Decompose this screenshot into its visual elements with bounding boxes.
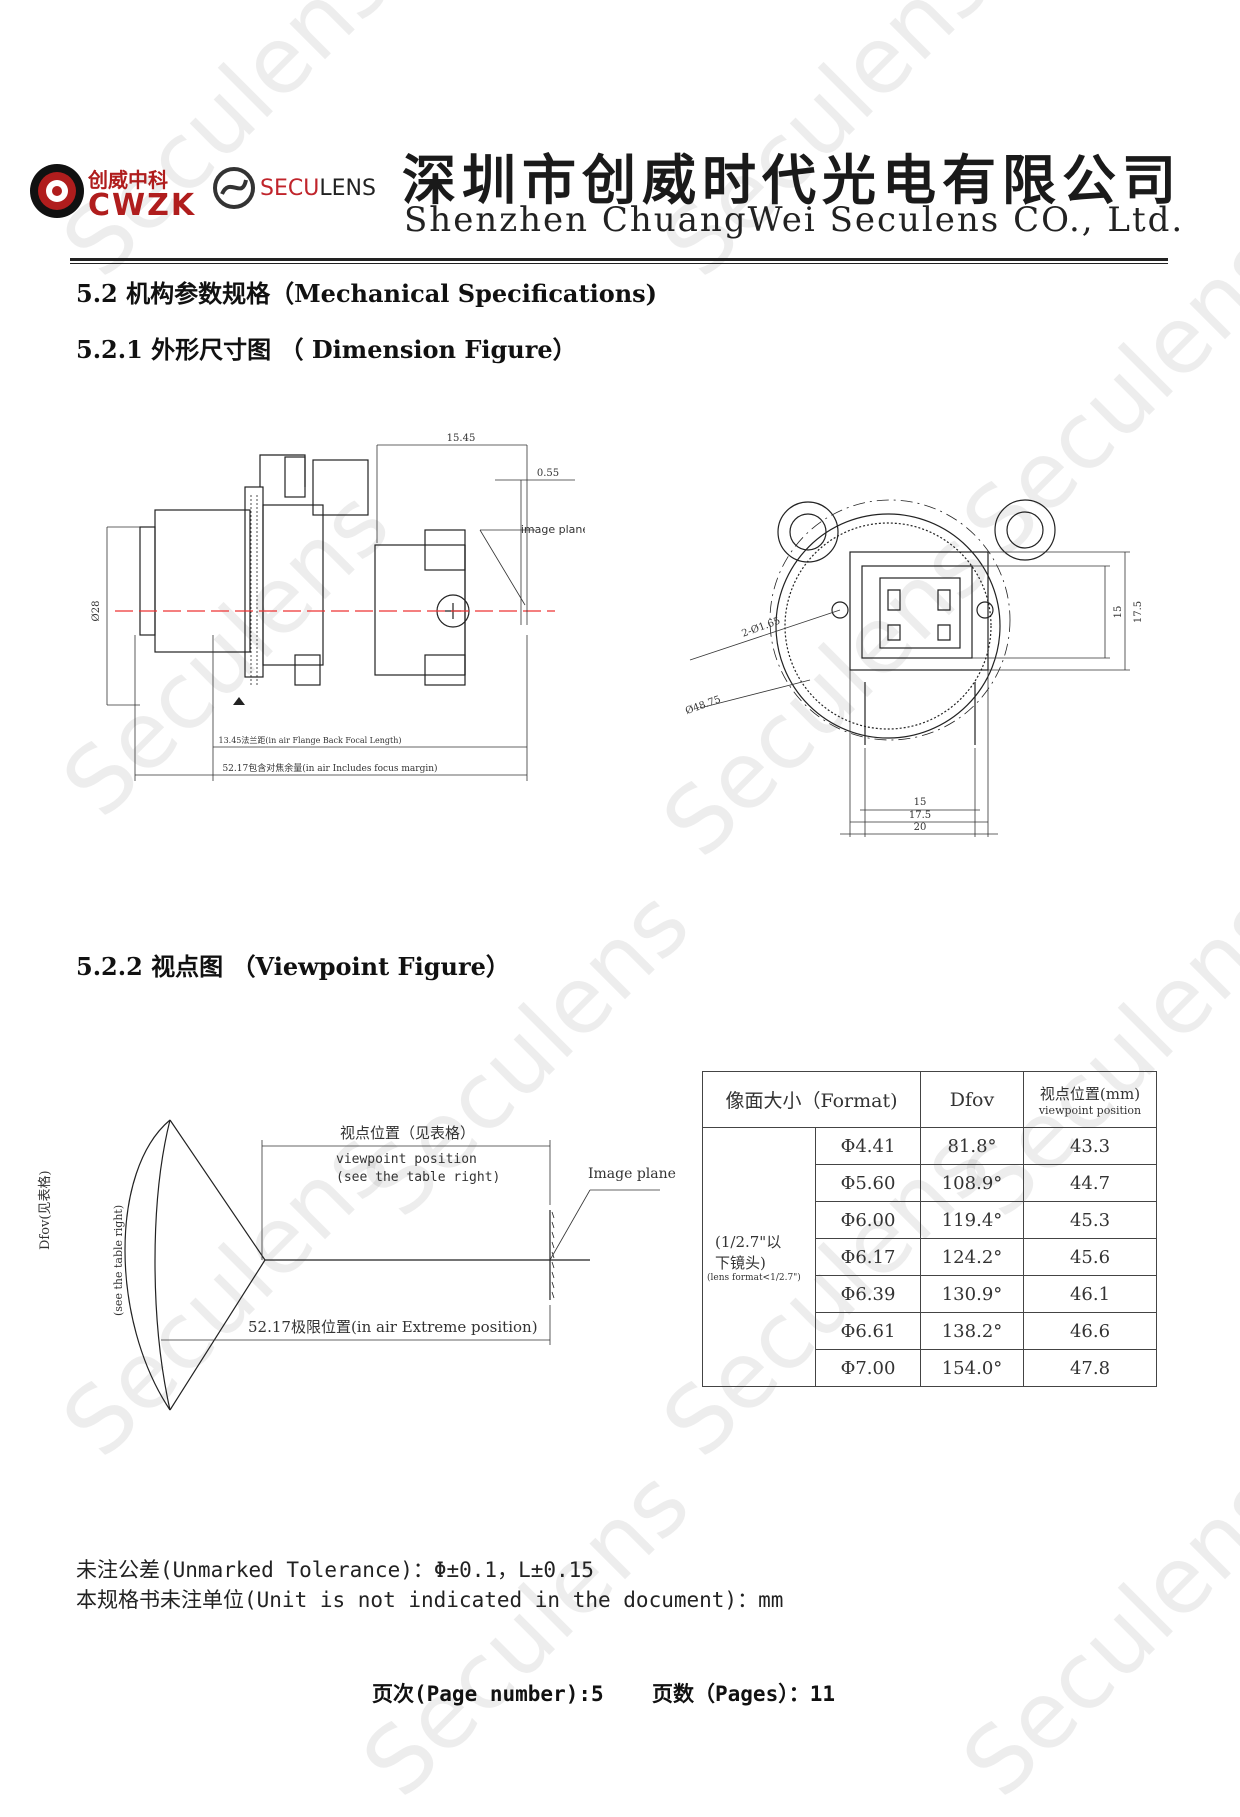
watermark: Seculens xyxy=(42,0,410,298)
dim-holes: 2-Ø1.65 xyxy=(740,616,782,640)
section-5-2-1-title: 5.2.1 外形尺寸图 （ Dimension Figure） xyxy=(76,335,577,364)
page-number: 页次(Page number):5 xyxy=(372,1682,604,1706)
dim-phi28: Ø28 xyxy=(91,601,102,622)
table-group-line-3: (lens format<1/2.7") xyxy=(707,1273,801,1283)
dim-phi48-75: Ø48.75 xyxy=(684,694,722,717)
table-cell-vp: 43.3 xyxy=(1023,1127,1157,1165)
watermark: Seculens xyxy=(942,1449,1240,1817)
vp-en-label-2: (see the table right) xyxy=(336,1170,501,1185)
table-group-line-2: 下镜头) xyxy=(715,1254,766,1272)
section-5-2-title: 5.2 机构参数规格（Mechanical Specifications) xyxy=(76,279,658,308)
dim-bottom-15: 15 xyxy=(914,797,927,808)
table-cell-format: Φ6.17 xyxy=(815,1238,921,1276)
dim-right-15: 15 xyxy=(1113,606,1124,619)
logo-cn: 创威中科 xyxy=(88,168,168,192)
company-name-en: Shenzhen ChuangWei Seculens CO., Ltd. xyxy=(404,200,1185,240)
table-cell-vp: 45.3 xyxy=(1023,1201,1157,1239)
table-header-dfov: Dfov xyxy=(920,1071,1024,1128)
dim-bottom-17-5: 17.5 xyxy=(909,810,931,821)
header-rule xyxy=(70,258,1168,261)
cwzk-logo-icon xyxy=(30,164,84,218)
seculens-brand: SECULENS xyxy=(260,176,376,201)
table-cell-dfov: 130.9° xyxy=(920,1275,1024,1313)
dimension-front-view xyxy=(689,499,1130,837)
table-cell-vp: 46.1 xyxy=(1023,1275,1157,1313)
header-rule-thin xyxy=(70,263,1168,264)
unit-note: 本规格书未注单位(Unit is not indicated in the do… xyxy=(76,1588,784,1612)
table-group-cell: (1/2.7"以 下镜头) (lens format<1/2.7") xyxy=(702,1127,816,1387)
extreme-position-label: 52.17极限位置(in air Extreme position) xyxy=(248,1318,538,1336)
dimension-side-labels: 15.45 0.55 image plane Ø28 13.45法兰距(in a… xyxy=(91,433,585,774)
table-cell-format: Φ7.00 xyxy=(815,1349,921,1387)
table-cell-vp: 47.8 xyxy=(1023,1349,1157,1387)
dfov-en-label: (see the table right) xyxy=(112,1204,125,1316)
logo-en: CWZK xyxy=(88,188,197,223)
tolerance-note: 未注公差(Unmarked Tolerance)：Φ±0.1，L±0.15 xyxy=(76,1558,594,1582)
page-count: 页数（Pages）：11 xyxy=(652,1682,836,1706)
table-cell-dfov: 124.2° xyxy=(920,1238,1024,1276)
dim-bottom-20: 20 xyxy=(914,822,927,833)
dfov-cn-label: Dfov(见表格) xyxy=(38,1170,53,1250)
seculens-logo-icon xyxy=(213,167,255,209)
table-cell-dfov: 138.2° xyxy=(920,1312,1024,1350)
watermark: Seculens xyxy=(342,1449,710,1817)
table-cell-vp: 44.7 xyxy=(1023,1164,1157,1202)
table-cell-format: Φ5.60 xyxy=(815,1164,921,1202)
section-5-2-2-title: 5.2.2 视点图 （Viewpoint Figure） xyxy=(76,952,510,981)
table-header-vp: 视点位置(mm) viewpoint position xyxy=(1023,1071,1157,1128)
table-cell-format: Φ6.00 xyxy=(815,1201,921,1239)
table-cell-vp: 45.6 xyxy=(1023,1238,1157,1276)
table-cell-dfov: 108.9° xyxy=(920,1164,1024,1202)
table-header-vp-en: viewpoint position xyxy=(1038,1103,1142,1117)
viewpoint-diagram xyxy=(124,1119,660,1411)
image-plane-vp-label: Image plane xyxy=(588,1166,676,1182)
table-header-format: 像面大小（Format) xyxy=(702,1071,921,1128)
dim-0-55: 0.55 xyxy=(537,468,559,479)
company-name-cn: 深圳市创威时代光电有限公司 xyxy=(402,149,1182,212)
table-cell-dfov: 81.8° xyxy=(920,1127,1024,1165)
dim-15-45: 15.45 xyxy=(447,433,476,444)
dimension-front-labels: 2-Ø1.65 Ø48.75 15 17.5 15 17.5 20 xyxy=(684,601,1144,833)
seculens-prefix: SECU xyxy=(260,176,320,201)
vp-en-label-1: viewpoint position xyxy=(336,1152,477,1167)
dim-right-17-5: 17.5 xyxy=(1133,601,1144,623)
table-cell-dfov: 154.0° xyxy=(920,1349,1024,1387)
image-plane-label: image plane xyxy=(521,523,585,536)
table-cell-format: Φ6.39 xyxy=(815,1275,921,1313)
table-cell-vp: 46.6 xyxy=(1023,1312,1157,1350)
dimension-side-view xyxy=(106,444,575,781)
vp-cn-label: 视点位置（见表格） xyxy=(340,1124,476,1142)
dim-total: 52.17包含对焦余量(in air Includes focus margin… xyxy=(222,762,437,774)
table-group-line-1: (1/2.7"以 xyxy=(715,1233,782,1251)
table-cell-format: Φ6.61 xyxy=(815,1312,921,1350)
dim-flange: 13.45法兰距(in air Flange Back Focal Length… xyxy=(218,735,401,745)
table-cell-format: Φ4.41 xyxy=(815,1127,921,1165)
table-header-vp-cn: 视点位置(mm) xyxy=(1039,1084,1141,1103)
table-cell-dfov: 119.4° xyxy=(920,1201,1024,1239)
viewpoint-table: 像面大小（Format) Dfov 视点位置(mm) viewpoint pos… xyxy=(702,1071,1157,1387)
seculens-suffix: LENS xyxy=(319,176,376,201)
